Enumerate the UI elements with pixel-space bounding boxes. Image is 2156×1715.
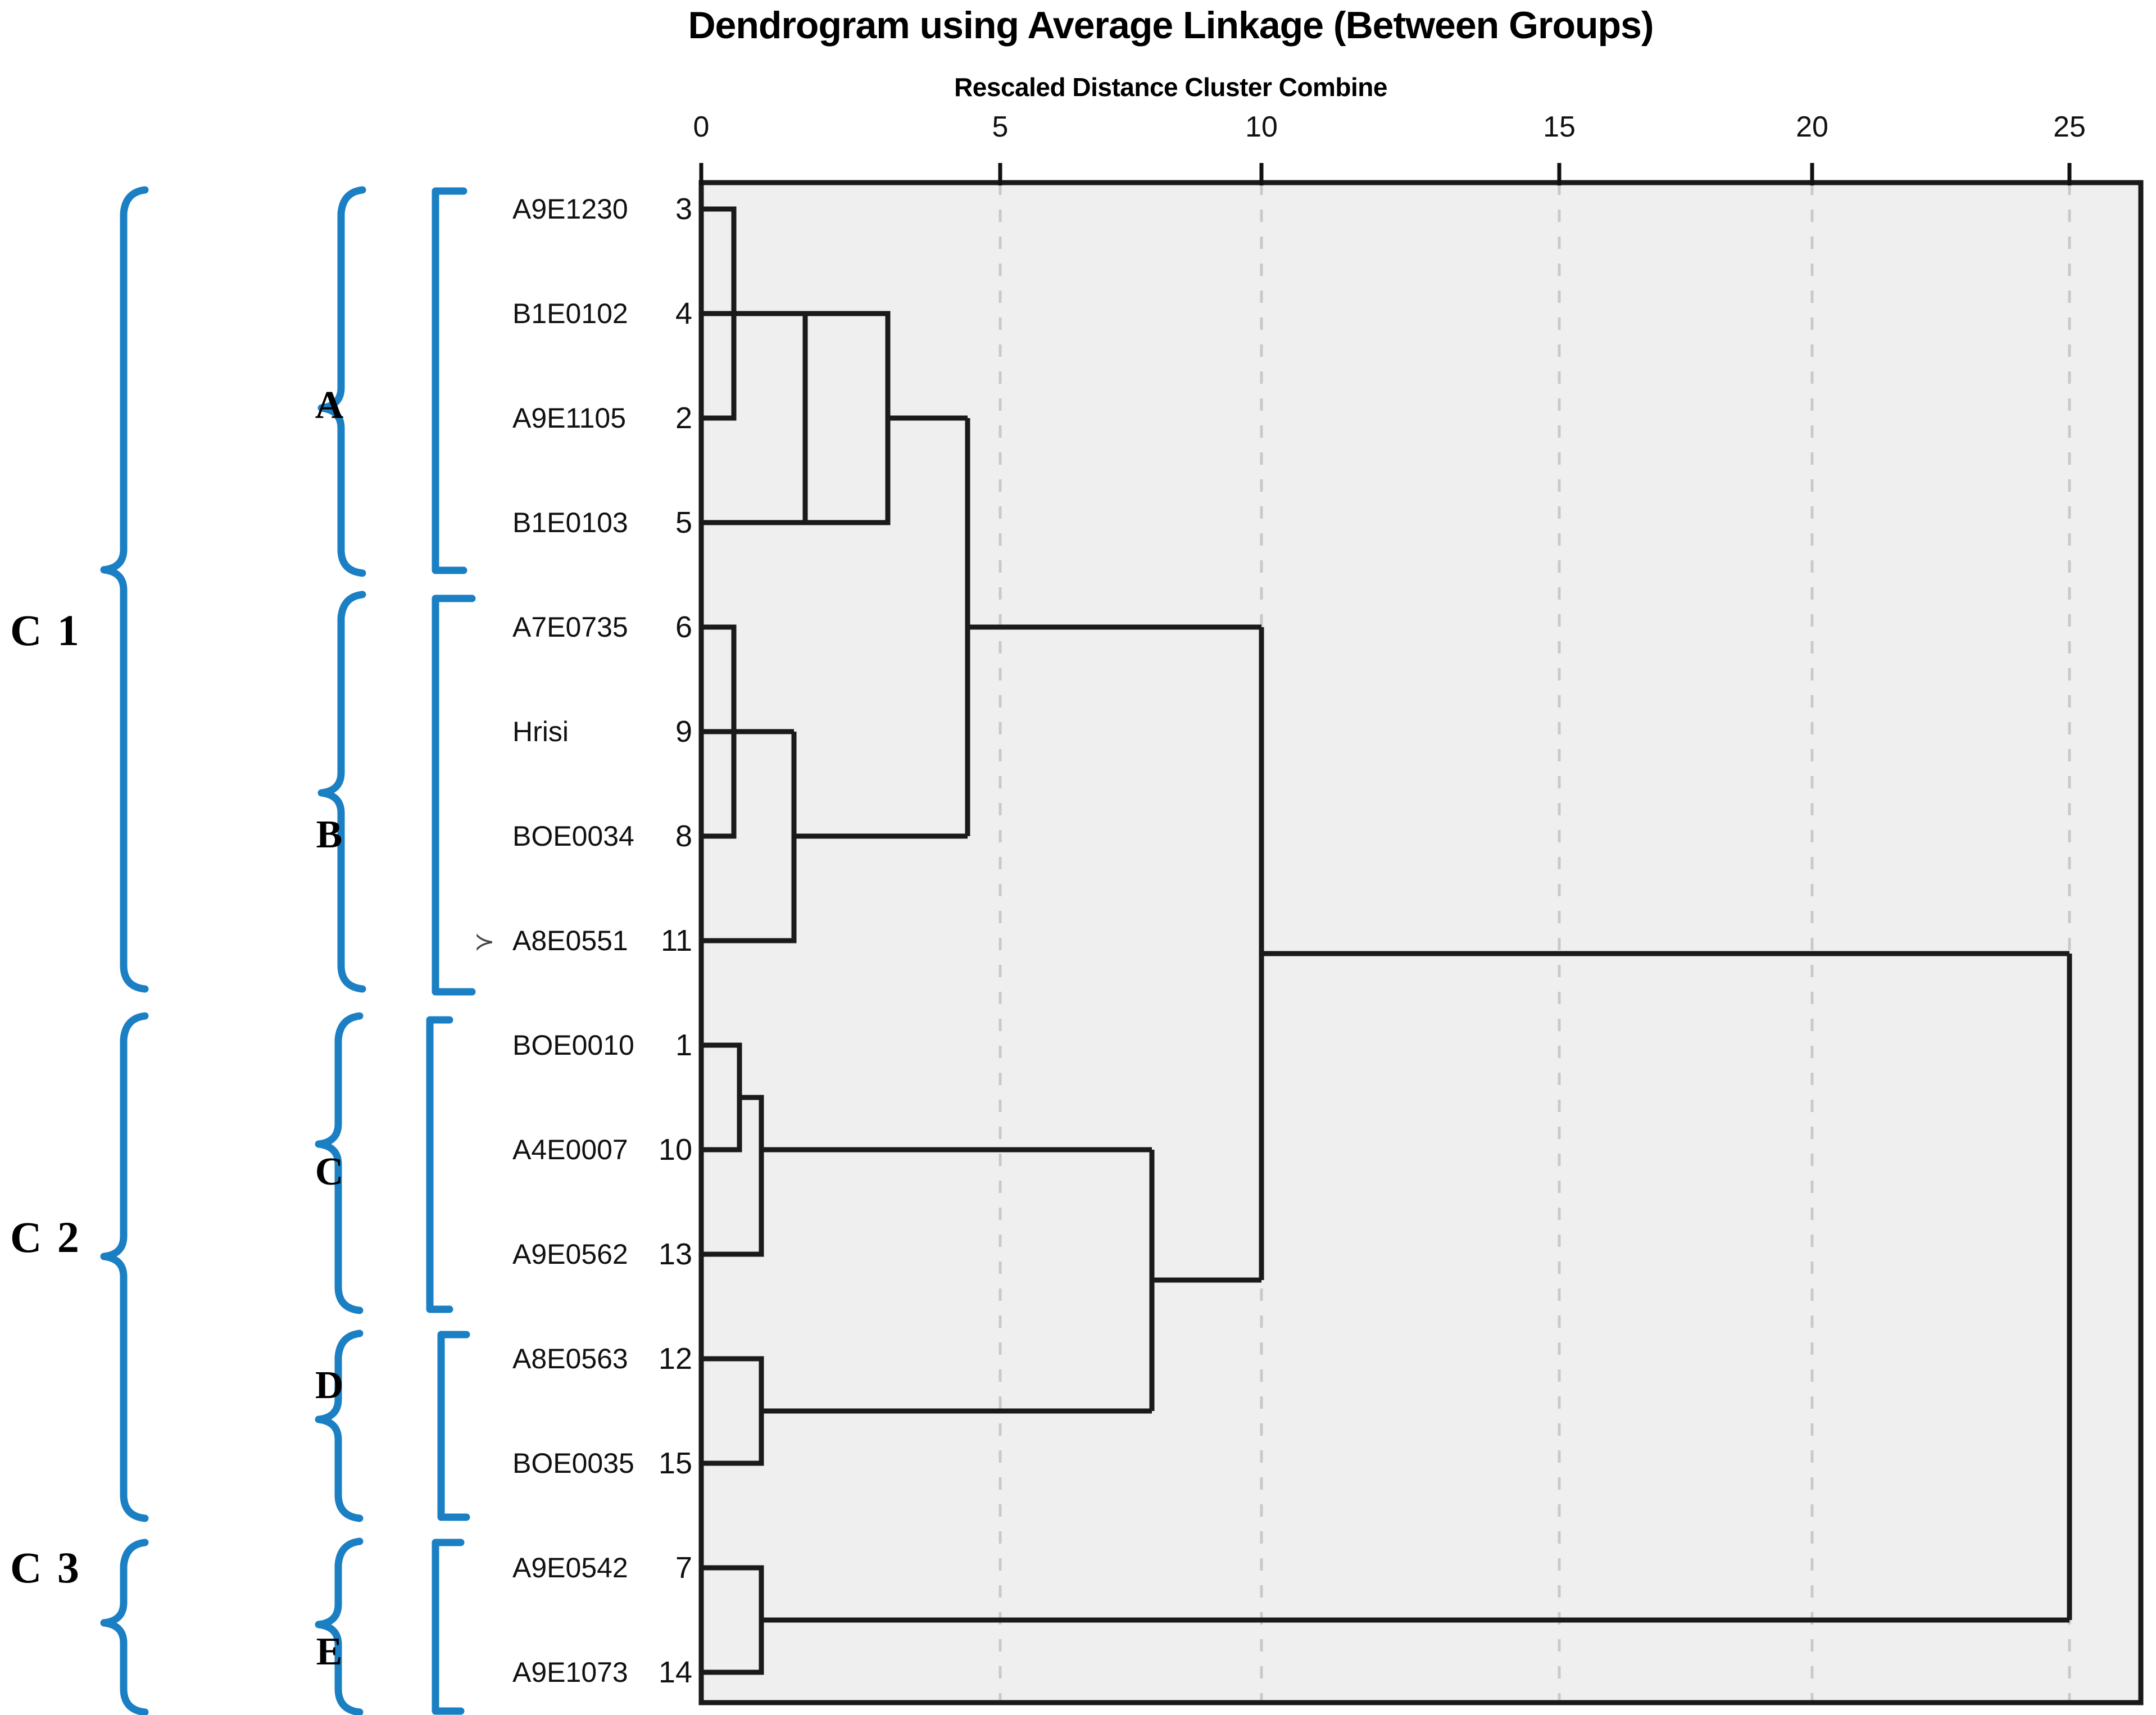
leaf-label-a9e1073: A9E1073 — [512, 1657, 628, 1688]
axis-tick-20: 20 — [1796, 111, 1828, 143]
leaf-num-7: 7 — [675, 1551, 692, 1585]
bracket-group-a — [432, 187, 467, 574]
brace-cluster-c3 — [100, 1539, 149, 1715]
cluster-label-c1: C 1 — [10, 606, 81, 655]
leaf-label-b1e0103: B1E0103 — [512, 507, 628, 538]
leaf-label-a8e0563: A8E0563 — [512, 1343, 628, 1374]
leaf-num-3: 3 — [675, 192, 692, 226]
leaf-num-4: 4 — [675, 297, 692, 330]
axis-tick-25: 25 — [2053, 111, 2086, 143]
bracket-group-e — [432, 1539, 465, 1715]
leaf-num-13: 13 — [658, 1237, 692, 1271]
leaf-label-a8e0551: A8E0551 — [512, 925, 628, 956]
brace-group-a — [317, 186, 366, 577]
leaf-num-11: 11 — [660, 924, 692, 958]
leaf-label-a9e0542: A9E0542 — [512, 1552, 628, 1584]
bracket-group-c — [426, 1016, 453, 1313]
axis-tick-0: 0 — [693, 111, 710, 143]
succeeds-marker-icon: ≻ — [474, 928, 495, 956]
leaf-num-15: 15 — [658, 1446, 692, 1480]
axis-tick-5: 5 — [992, 111, 1009, 143]
axis-ticks — [699, 163, 2072, 185]
leaf-num-1: 1 — [675, 1028, 692, 1062]
cluster-label-c3: C 3 — [10, 1543, 81, 1592]
axis-tick-15: 15 — [1543, 111, 1576, 143]
chart-title-text: Dendrogram using Average Linkage (Betwee… — [688, 4, 1654, 47]
brace-cluster-c1 — [100, 186, 149, 993]
group-label-d: D — [315, 1364, 344, 1407]
leaf-label-boe0010: BOE0010 — [512, 1029, 634, 1061]
bracket-group-d — [437, 1331, 470, 1521]
brace-cluster-c2 — [100, 1012, 149, 1522]
leaf-label-hrisi: Hrisi — [512, 716, 569, 747]
brace-group-b — [317, 591, 366, 993]
leaf-num-6: 6 — [675, 610, 692, 644]
chart-subtitle: Rescaled Distance Cluster Combine — [0, 72, 2156, 102]
bracket-group-b — [432, 595, 476, 996]
link-m6-v — [701, 732, 797, 943]
leaf-label-a9e1105: A9E1105 — [512, 402, 627, 434]
leaf-num-2: 2 — [675, 401, 692, 435]
leaf-label-boe0034: BOE0034 — [512, 820, 634, 852]
brace-group-e — [315, 1537, 364, 1715]
brace-group-d — [315, 1330, 364, 1522]
group-label-c: C — [315, 1150, 344, 1194]
link-m9 — [701, 1095, 764, 1257]
leaf-label-a4e0007: A4E0007 — [512, 1134, 628, 1165]
leaf-label-a9e0562: A9E0562 — [512, 1238, 628, 1270]
leaf-num-10: 10 — [658, 1133, 692, 1167]
leaf-num-9: 9 — [675, 715, 692, 748]
leaf-label-boe0035: BOE0035 — [512, 1448, 634, 1479]
group-label-a: A — [315, 384, 344, 427]
plot-background — [701, 183, 2141, 1703]
leaf-label-a9e1230: A9E1230 — [512, 193, 628, 225]
group-label-b: B — [316, 813, 343, 856]
chart-title: Dendrogram using Average Linkage (Betwee… — [0, 3, 2156, 47]
leaf-num-14: 14 — [658, 1655, 692, 1689]
leaf-label-a7e0735: A7E0735 — [512, 611, 628, 643]
cluster-label-c2: C 2 — [10, 1213, 81, 1262]
axis-tick-10: 10 — [1245, 111, 1278, 143]
leaf-num-8: 8 — [675, 819, 692, 853]
brace-group-c — [315, 1012, 364, 1314]
leaf-num-12: 12 — [658, 1342, 692, 1376]
chart-subtitle-text: Rescaled Distance Cluster Combine — [954, 72, 1387, 102]
leaf-label-b1e0102: B1E0102 — [512, 298, 628, 329]
leaf-num-5: 5 — [675, 506, 692, 539]
dendrogram-links — [701, 206, 2072, 1675]
group-label-e: E — [316, 1630, 343, 1673]
annotation-braces — [100, 186, 476, 1715]
